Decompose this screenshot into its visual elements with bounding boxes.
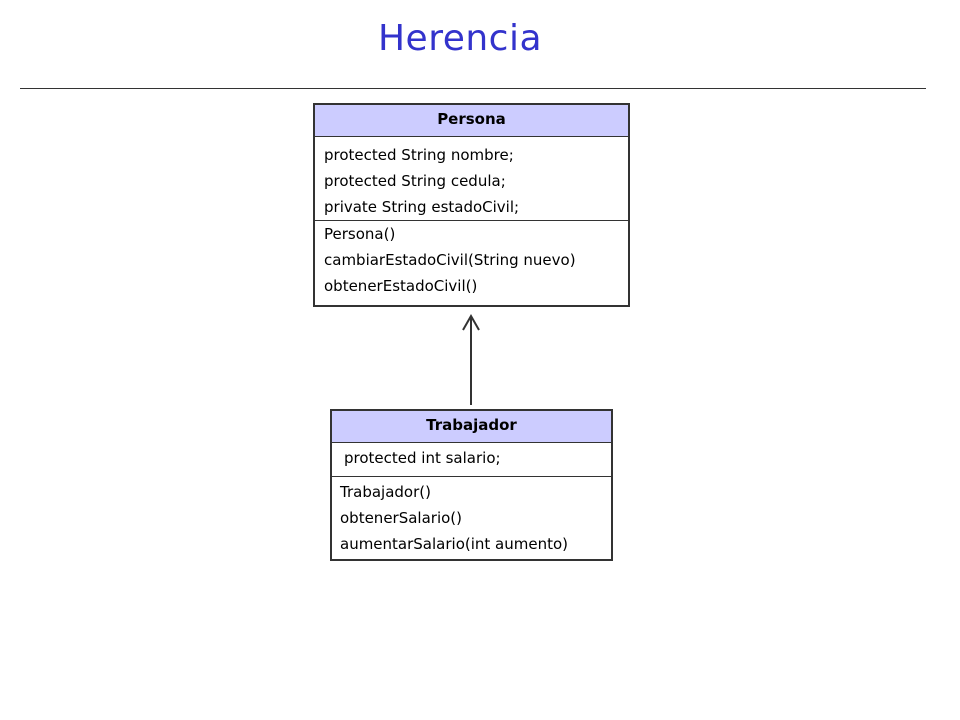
method-obtener-estado-civil: obtenerEstadoCivil() xyxy=(324,277,478,295)
title-divider xyxy=(20,88,926,89)
inheritance-arrowhead xyxy=(462,313,480,331)
class-name-trabajador: Trabajador xyxy=(332,411,611,443)
attributes-section-persona: protected String nombre; protected Strin… xyxy=(315,137,628,221)
method-cambiar-estado-civil: cambiarEstadoCivil(String nuevo) xyxy=(324,251,576,269)
attribute-nombre: protected String nombre; xyxy=(324,146,514,164)
method-aumentar-salario: aumentarSalario(int aumento) xyxy=(340,535,569,553)
attributes-section-trabajador: protected int salario; xyxy=(332,443,611,477)
attribute-estado-civil: private String estadoCivil; xyxy=(324,198,520,216)
attribute-cedula: protected String cedula; xyxy=(324,172,506,190)
class-box-persona: Persona protected String nombre; protect… xyxy=(313,103,630,307)
attribute-salario: protected int salario; xyxy=(344,449,501,467)
class-box-trabajador: Trabajador protected int salario; Trabaj… xyxy=(330,409,613,561)
methods-section-persona: Persona() cambiarEstadoCivil(String nuev… xyxy=(315,221,628,299)
method-obtener-salario: obtenerSalario() xyxy=(340,509,462,527)
slide-title: Herencia xyxy=(377,18,543,59)
method-trabajador-constructor: Trabajador() xyxy=(340,483,431,501)
class-name-persona: Persona xyxy=(315,105,628,137)
method-persona-constructor: Persona() xyxy=(324,225,396,243)
methods-section-trabajador: Trabajador() obtenerSalario() aumentarSa… xyxy=(332,477,611,557)
